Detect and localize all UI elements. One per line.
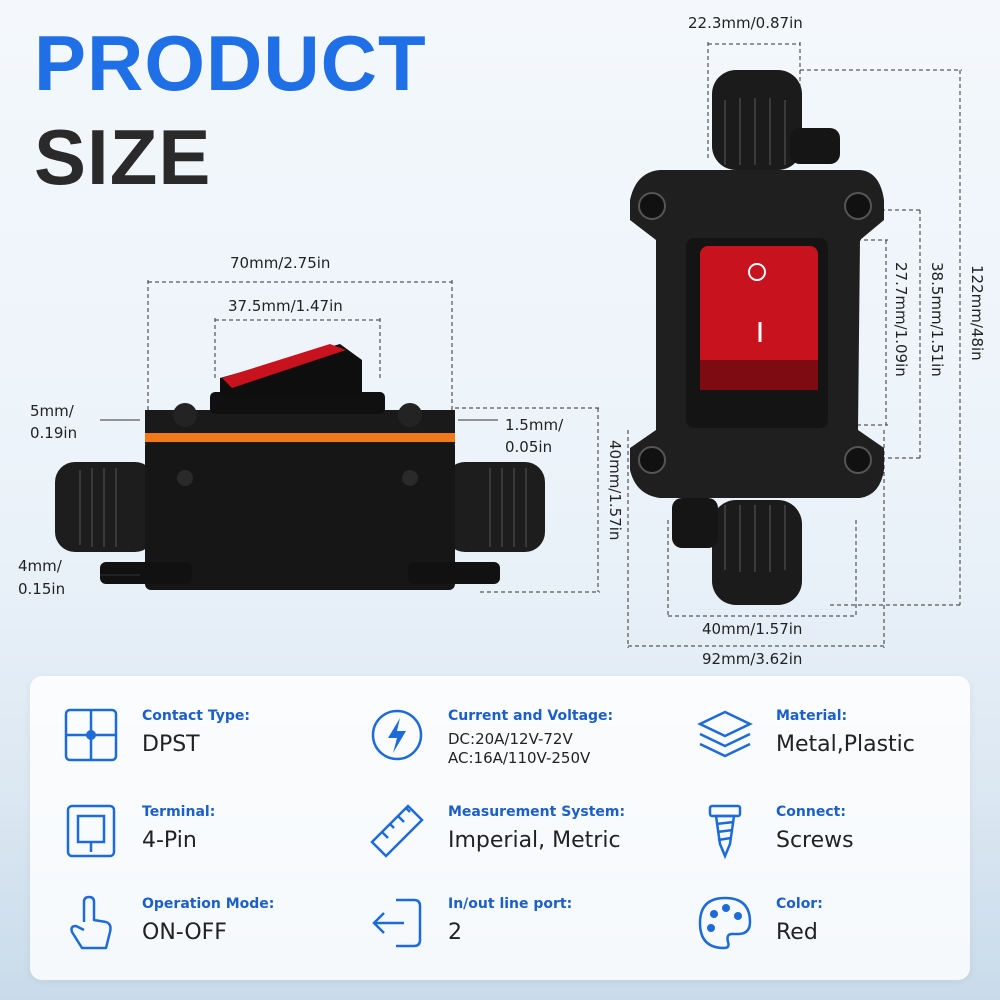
spec-label: Contact Type: — [142, 708, 250, 724]
spec-value-ac: AC:16A/110V-250V — [448, 749, 591, 767]
spec-label: Measurement System: — [448, 804, 626, 820]
spec-measurement-system: Measurement System: Imperial, Metric — [366, 800, 666, 880]
spec-value: 2 — [448, 920, 462, 945]
dim-4mm-in: 0.15in — [18, 580, 66, 598]
spec-operation-mode: Operation Mode: ON-OFF — [60, 892, 360, 972]
spec-value: Screws — [776, 828, 854, 853]
dim-top-width: 22.3mm/0.87in — [688, 14, 803, 32]
spec-label: Current and Voltage: — [448, 708, 614, 724]
spec-label: Connect: — [776, 804, 846, 820]
terminal-icon — [66, 804, 116, 858]
dim-front-92mm: 92mm/3.62in — [702, 650, 803, 668]
dim-switch-height: 27.7mm/1.09in — [892, 262, 910, 377]
spec-current-voltage: Current and Voltage: DC:20A/12V-72V AC:1… — [366, 704, 666, 784]
spec-value: ON-OFF — [142, 920, 227, 945]
spec-value-dc: DC:20A/12V-72V — [448, 730, 573, 748]
dim-1-5mm-in: 0.05in — [505, 438, 553, 456]
spec-value: DPST — [142, 732, 200, 757]
hand-pointer-icon — [70, 895, 112, 950]
circuit-icon — [64, 708, 118, 762]
spec-connect: Connect: Screws — [694, 800, 994, 880]
dim-front-40mm: 40mm/1.57in — [702, 620, 803, 638]
front-view-switch — [630, 70, 884, 605]
dim-side-length: 70mm/2.75in — [230, 254, 331, 272]
screw-icon — [708, 804, 742, 860]
title-line-2: SIZE — [34, 113, 212, 201]
spec-label: Operation Mode: — [142, 896, 275, 912]
spec-panel: Contact Type: DPST Current and Voltage: … — [30, 676, 970, 980]
spec-value: Metal,Plastic — [776, 732, 915, 757]
lightning-icon — [371, 709, 423, 761]
spec-value: Red — [776, 920, 818, 945]
spec-value: DC:20A/12V-72V AC:16A/110V-250V — [448, 730, 590, 768]
dim-4mm: 4mm/ — [18, 557, 62, 575]
spec-value: 4-Pin — [142, 828, 197, 853]
dim-side-height: 40mm/1.57in — [606, 440, 624, 541]
title-line-1: PRODUCT — [34, 19, 427, 107]
spec-value: Imperial, Metric — [448, 828, 621, 853]
spec-terminal: Terminal: 4-Pin — [60, 800, 360, 880]
spec-label: Color: — [776, 896, 823, 912]
spec-material: Material: Metal,Plastic — [694, 704, 994, 784]
spec-label: Material: — [776, 708, 848, 724]
side-view-switch — [55, 344, 545, 590]
spec-line-port: In/out line port: 2 — [366, 892, 666, 972]
spec-label: In/out line port: — [448, 896, 573, 912]
spec-color: Color: Red — [694, 892, 994, 972]
ruler-icon — [370, 804, 424, 858]
dim-1-5mm: 1.5mm/ — [505, 416, 564, 434]
dim-total-height: 122mm/48in — [968, 265, 986, 361]
spec-label: Terminal: — [142, 804, 216, 820]
palette-icon — [698, 896, 752, 950]
port-arrow-icon — [372, 898, 422, 948]
layers-icon — [697, 710, 753, 758]
dim-side-switch: 37.5mm/1.47in — [228, 297, 343, 315]
spec-contact-type: Contact Type: DPST — [60, 704, 360, 784]
dim-5mm: 5mm/ — [30, 402, 74, 420]
dim-5mm-in: 0.19in — [30, 424, 78, 442]
product-illustration — [55, 42, 962, 648]
dim-switch-frame: 38.5mm/1.51in — [928, 262, 946, 377]
